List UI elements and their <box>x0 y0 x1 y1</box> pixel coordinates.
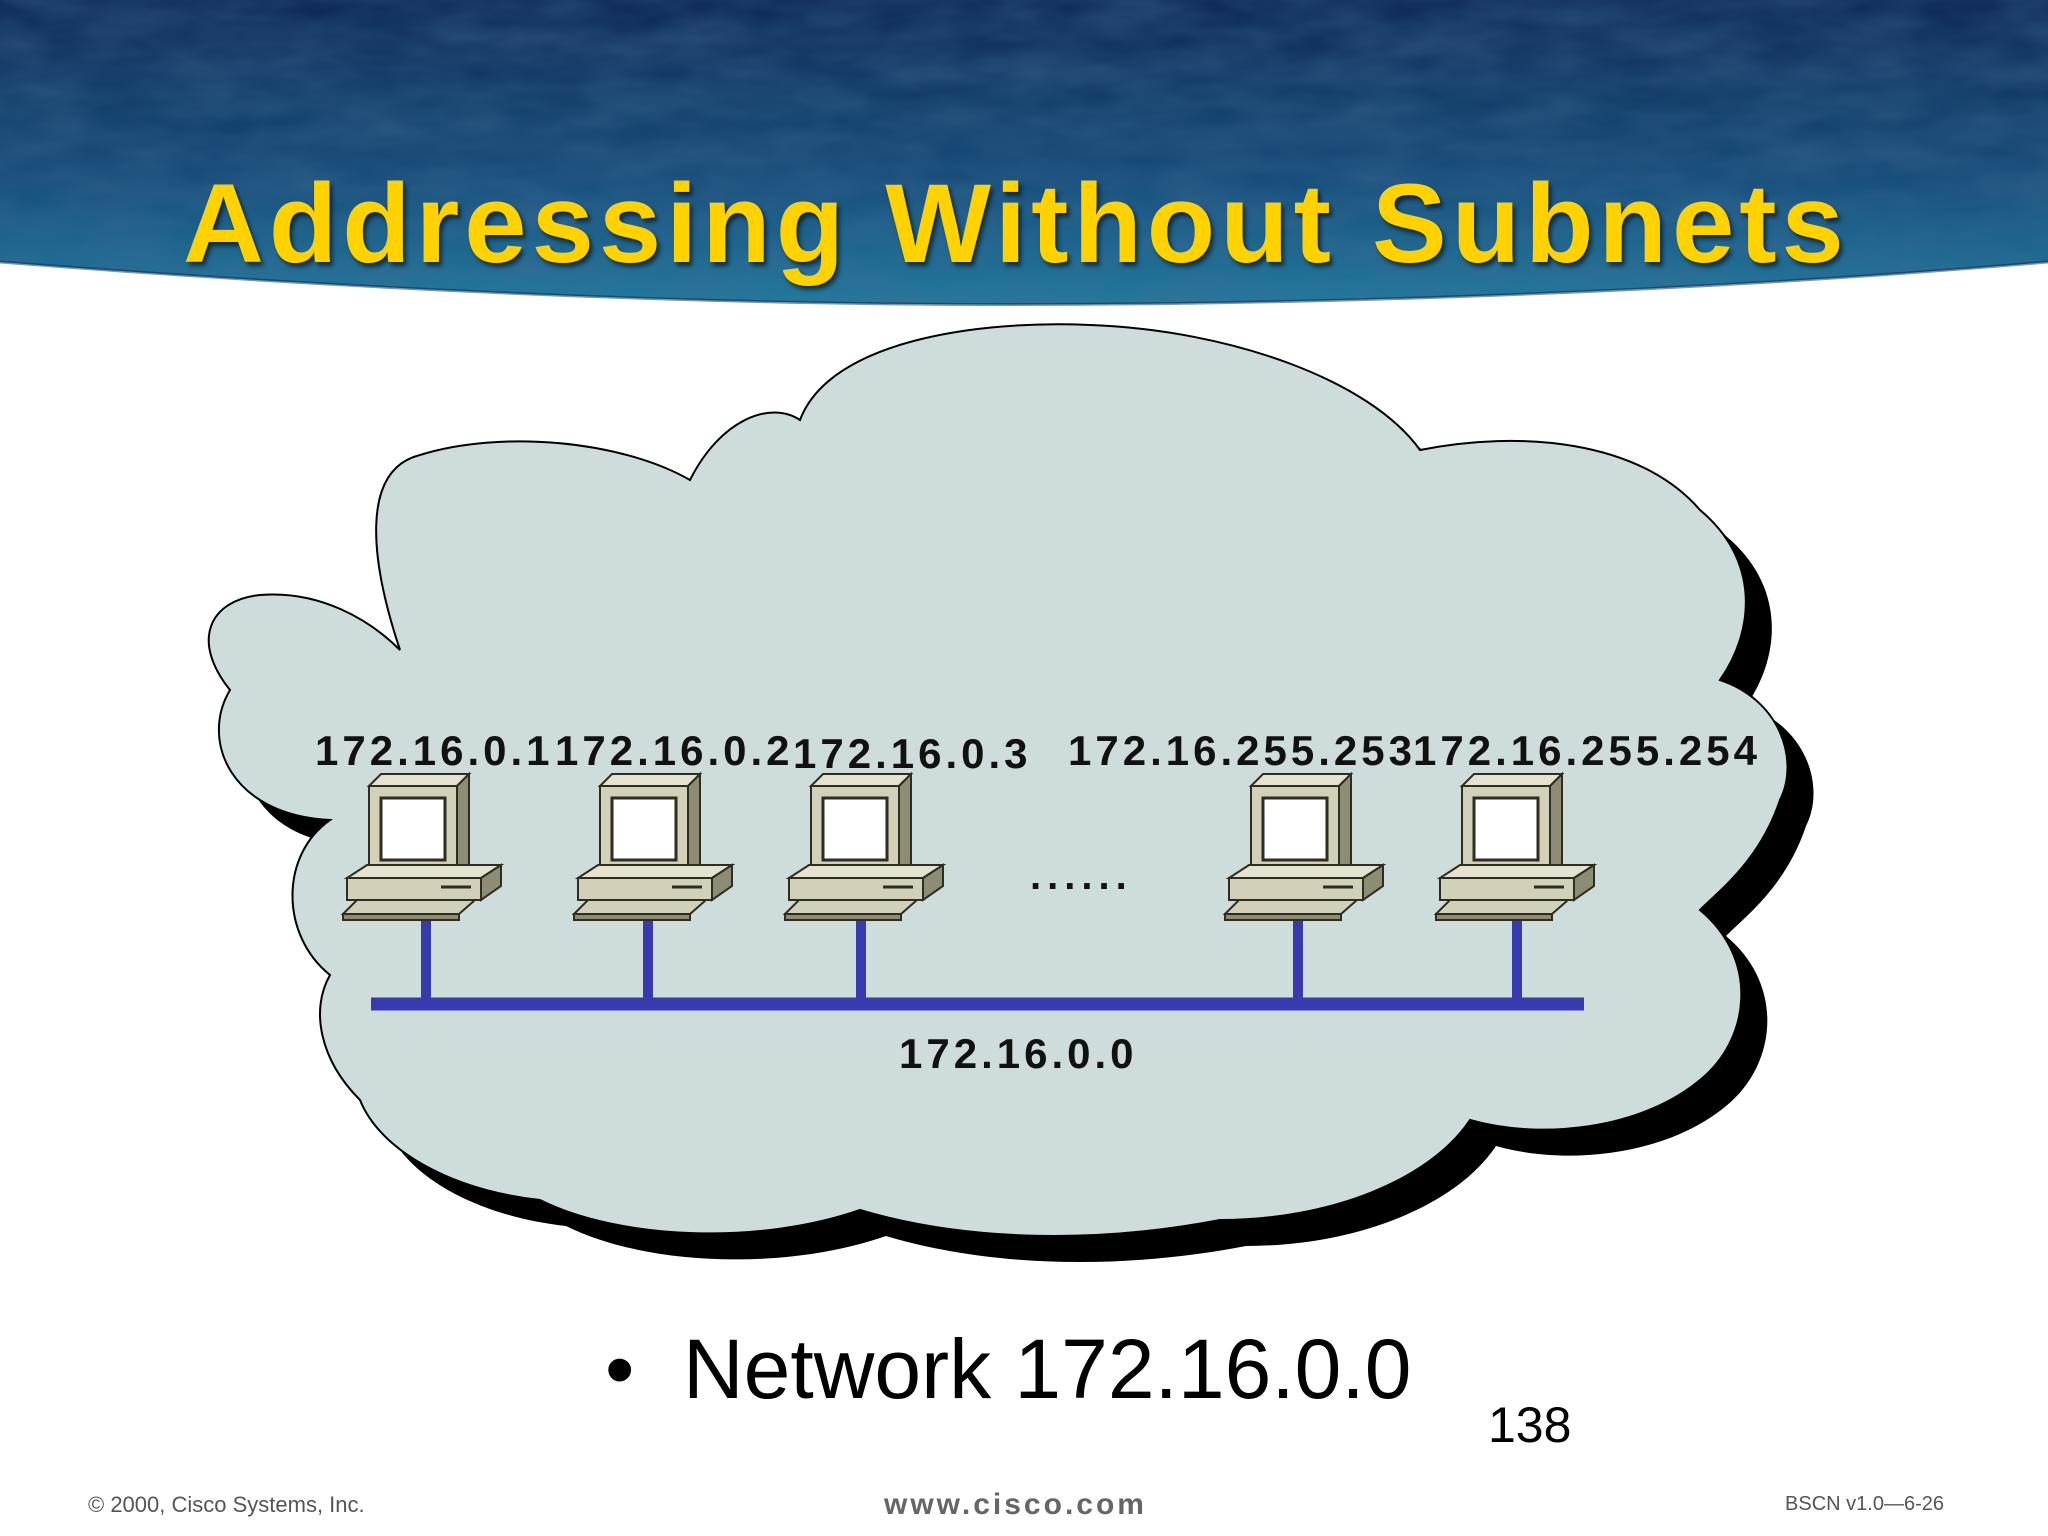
page-number: 138 <box>1488 1397 1572 1453</box>
host-ip-label: 172.16.0.1 <box>315 727 554 774</box>
header-banner <box>0 0 2048 306</box>
host-ip-label: 172.16.0.2 <box>555 727 794 774</box>
bullet-text: Network 172.16.0.0 <box>683 1322 1412 1416</box>
footer-url: www.cisco.com <box>884 1488 1147 1521</box>
slide-title: Addressing Without Subnets <box>183 161 1849 286</box>
network-address-label: 172.16.0.0 <box>899 1030 1138 1077</box>
footer-copyright: © 2000, Cisco Systems, Inc. <box>88 1492 365 1517</box>
footer-course-code: BSCN v1.0—6-26 <box>1785 1493 1944 1515</box>
bullet-item: •Network 172.16.0.0 <box>605 1327 1411 1411</box>
ellipsis-text: ...... <box>1030 854 1133 898</box>
host-ip-label: 172.16.255.253 <box>1068 727 1416 774</box>
bullet-dot-icon: • <box>605 1322 635 1416</box>
host-ip-label: 172.16.0.3 <box>793 730 1032 777</box>
host-ip-label: 172.16.255.254 <box>1413 727 1761 774</box>
